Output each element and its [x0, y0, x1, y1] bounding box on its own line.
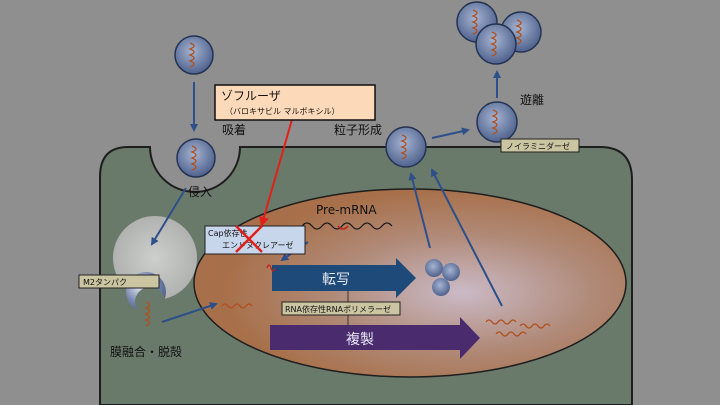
svg-text:M2タンパク: M2タンパク	[83, 278, 127, 287]
inhibition-x-mark	[235, 225, 263, 253]
virus-invading	[176, 138, 216, 178]
rna-progeny-3	[495, 331, 527, 337]
drug-generic-name: （バロキサビル マルボキシル）	[225, 107, 340, 116]
rna-progeny-1	[485, 319, 517, 325]
pre-mrna-strand	[301, 222, 393, 230]
arrow-bud	[431, 127, 470, 139]
replication-label: 複製	[346, 331, 374, 348]
arrow-form-2	[431, 168, 503, 307]
label-release: 遊離	[520, 92, 544, 107]
svg-text:RNA依存性RNAポリメラーゼ: RNA依存性RNAポリメラーゼ	[285, 304, 391, 314]
virus-particle-forming	[385, 126, 427, 168]
arrow-form-1	[408, 172, 431, 249]
drug-name: ゾフルーザ	[221, 89, 281, 103]
arrow-invade	[150, 187, 187, 246]
virus-adsorbing	[174, 35, 214, 75]
arrow-uncoat	[161, 302, 218, 323]
pre-mrna-cap-segment	[337, 225, 349, 230]
label-adsorption: 吸着	[222, 122, 246, 137]
neuraminidase-box: ノイラミニダーゼ	[500, 138, 580, 153]
rna-polymerase-box: RNA依存性RNAポリメラーゼ	[281, 301, 401, 316]
virus-budding	[476, 101, 518, 143]
transcription-label: 転写	[322, 272, 350, 288]
label-fusion-uncoating: 膜融合・脱殻	[110, 344, 182, 359]
rna-uncoated	[221, 303, 253, 309]
replication-arrow: 複製	[270, 317, 480, 359]
polymerase-complex	[425, 259, 460, 296]
label-invasion: 侵入	[188, 184, 212, 199]
cap-endonuclease-box: Cap依存性 エンドヌクレアーゼ	[204, 225, 306, 255]
transcription-arrow: 転写	[272, 258, 416, 298]
svg-text:ノイラミニダーゼ: ノイラミニダーゼ	[506, 141, 570, 151]
drug-box: ゾフルーザ （バロキサビル マルボキシル）	[214, 84, 376, 121]
rna-progeny-2	[519, 323, 551, 329]
label-pre-mrna: Pre-mRNA	[316, 203, 377, 217]
svg-text:エンドヌクレアーゼ: エンドヌクレアーゼ	[222, 240, 294, 250]
drug-action-arrow	[259, 115, 294, 227]
m2-protein-box: M2タンパク	[78, 274, 160, 289]
cleaved-cap-rna	[266, 264, 276, 272]
virus-released-3	[475, 23, 517, 65]
label-particle-formation: 粒子形成	[334, 122, 382, 137]
svg-text:Cap依存性: Cap依存性	[208, 228, 248, 238]
